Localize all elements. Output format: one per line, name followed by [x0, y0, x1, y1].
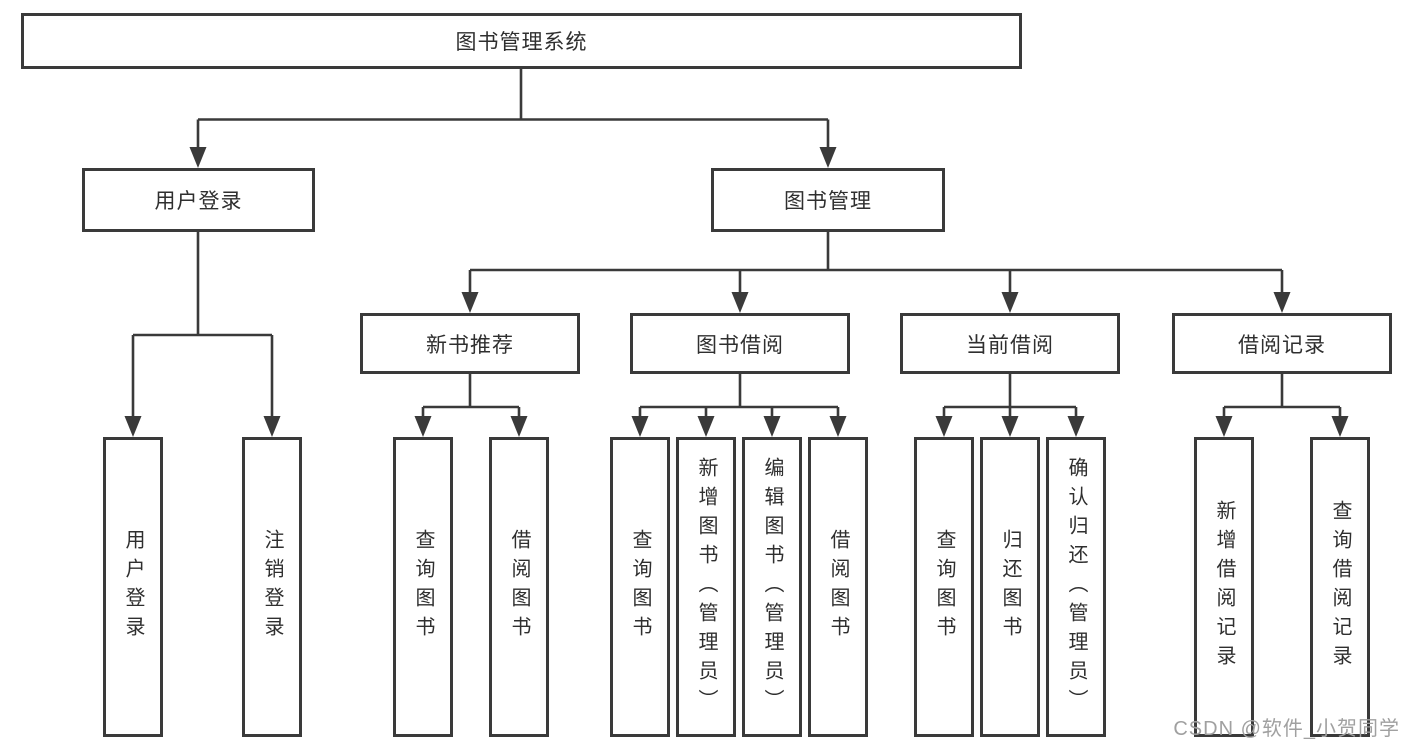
- node-label: 借阅图书: [508, 529, 530, 645]
- node-label: 新增图书（管理员）: [695, 456, 717, 718]
- leaf-query-books-current: 查询图书: [914, 437, 974, 737]
- watermark: CSDN @软件_小贺同学: [1173, 718, 1400, 740]
- connector-root-to-level1: [189, 69, 837, 168]
- node-new-book-recommend: 新书推荐: [360, 313, 580, 374]
- node-label: 图书管理: [784, 190, 872, 213]
- leaf-query-books-borrow: 查询图书: [610, 437, 670, 737]
- leaf-return-book: 归还图书: [980, 437, 1040, 737]
- leaf-logout: 注销登录: [242, 437, 302, 737]
- connector-borrow-records-children: [1215, 374, 1349, 437]
- connector-book-borrow-children: [631, 374, 847, 437]
- connector-current-borrow-children: [935, 374, 1085, 437]
- leaf-add-book-admin: 新增图书（管理员）: [676, 437, 736, 737]
- node-label: 编辑图书（管理员）: [761, 456, 783, 718]
- connector-book-management-children: [461, 231, 1291, 313]
- node-label: 查询借阅记录: [1329, 500, 1351, 674]
- node-label: 新增借阅记录: [1213, 500, 1235, 674]
- node-label: 注销登录: [261, 529, 283, 645]
- node-label: 图书管理系统: [455, 31, 588, 54]
- node-label: 图书借阅: [696, 333, 784, 357]
- leaf-borrow-books: 借阅图书: [808, 437, 868, 737]
- leaf-query-borrow-record: 查询借阅记录: [1310, 437, 1370, 737]
- node-label: 新书推荐: [426, 333, 514, 357]
- node-label: 借阅记录: [1238, 333, 1326, 357]
- leaf-add-borrow-record: 新增借阅记录: [1194, 437, 1254, 737]
- node-root: 图书管理系统: [21, 13, 1022, 69]
- node-label: 当前借阅: [966, 333, 1054, 357]
- connector-user-login-children: [124, 231, 281, 437]
- leaf-user-login: 用户登录: [103, 437, 163, 737]
- node-book-borrow: 图书借阅: [630, 313, 850, 374]
- node-label: 借阅图书: [827, 529, 849, 645]
- leaf-confirm-return-admin: 确认归还（管理员）: [1046, 437, 1106, 737]
- node-label: 查询图书: [629, 529, 651, 645]
- node-label: 确认归还（管理员）: [1065, 456, 1087, 718]
- leaf-borrow-books-recommend: 借阅图书: [489, 437, 549, 737]
- node-user-login: 用户登录: [82, 168, 315, 232]
- node-label: 查询图书: [412, 529, 434, 645]
- node-book-management: 图书管理: [711, 168, 945, 232]
- node-label: 归还图书: [999, 529, 1021, 645]
- node-label: 用户登录: [122, 529, 144, 645]
- leaf-query-books-recommend: 查询图书: [393, 437, 453, 737]
- node-label: 用户登录: [154, 190, 243, 213]
- leaf-edit-book-admin: 编辑图书（管理员）: [742, 437, 802, 737]
- node-label: 查询图书: [933, 529, 955, 645]
- connector-new-book-recommend-children: [414, 374, 528, 437]
- node-current-borrow: 当前借阅: [900, 313, 1120, 374]
- node-borrow-records: 借阅记录: [1172, 313, 1392, 374]
